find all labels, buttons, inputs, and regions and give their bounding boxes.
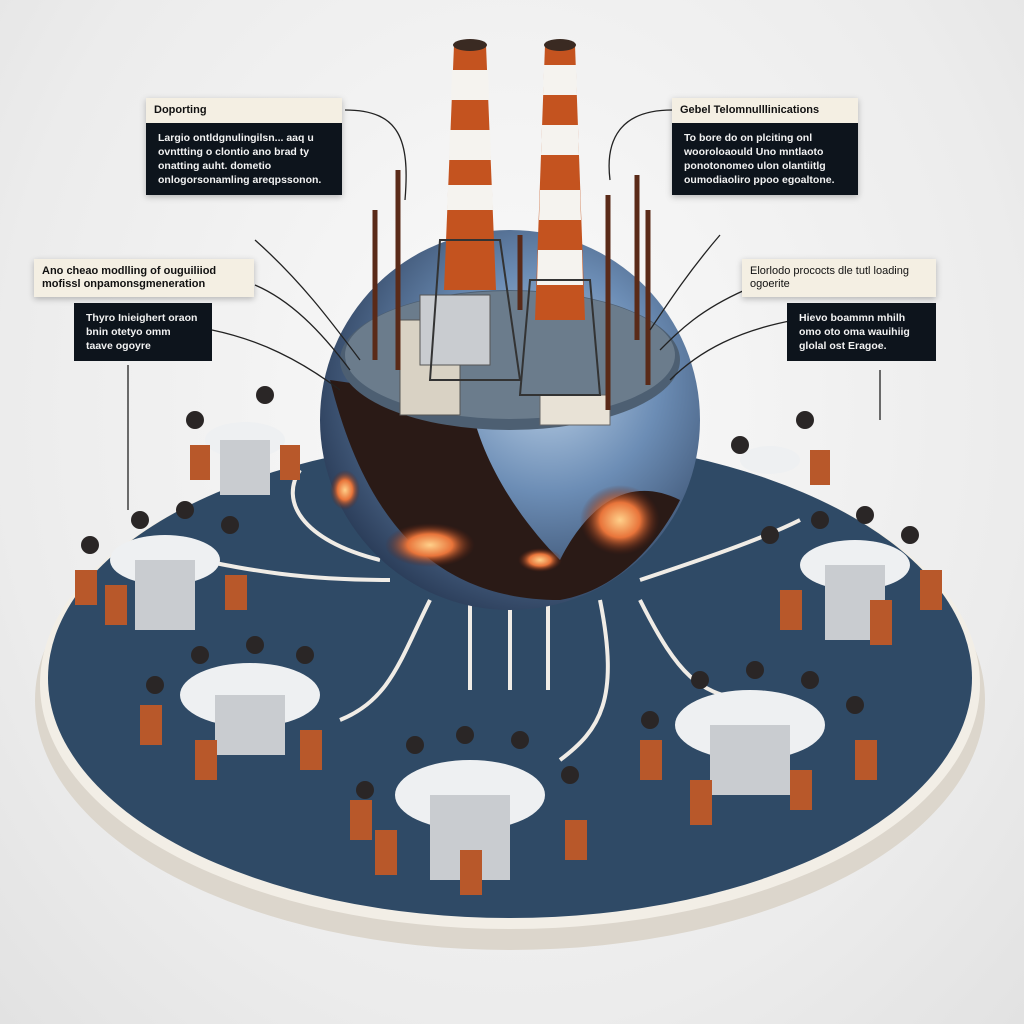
table: [740, 446, 800, 474]
platform: [35, 438, 985, 950]
table: [800, 540, 910, 640]
callout-text: Thyro Inieighert oraon bnin otetyo omm t…: [74, 303, 212, 361]
callout-text: Largio ontldgnulingilsn... aaq u ovnttti…: [146, 123, 342, 195]
callout-text: To bore do on plciting onl wooroloaould …: [672, 123, 858, 195]
callout-products: Elorlodo prococts dle tutl loading ogoer…: [742, 259, 936, 361]
table: [675, 690, 825, 795]
callout-leader-lines: [127, 109, 881, 510]
factory-buildings: [372, 170, 651, 426]
callout-title: Elorlodo prococts dle tutl loading ogoer…: [742, 259, 936, 297]
callout-modelling: Ano cheao modlling of ouguiliiod mofissl…: [34, 259, 254, 361]
callout-global-telecommunications: Gebel Telomnulllinications To bore do on…: [672, 98, 858, 195]
table: [205, 422, 285, 495]
callout-reporting: Doporting Largio ontldgnulingilsn... aaq…: [146, 98, 342, 195]
callout-text: Hievo boammn mhilh omo oto oma wauihiig …: [787, 303, 936, 361]
callout-title: Ano cheao modlling of ouguiliiod mofissl…: [34, 259, 254, 297]
callout-title: Doporting: [146, 98, 342, 123]
people: [81, 386, 919, 799]
smokestack-left: [428, 39, 522, 381]
table: [180, 663, 320, 755]
chairs: [75, 445, 942, 895]
table: [110, 535, 220, 630]
smokestack-right: [518, 39, 602, 396]
meeting-tables: [110, 422, 910, 880]
callout-title: Gebel Telomnulllinications: [672, 98, 858, 123]
